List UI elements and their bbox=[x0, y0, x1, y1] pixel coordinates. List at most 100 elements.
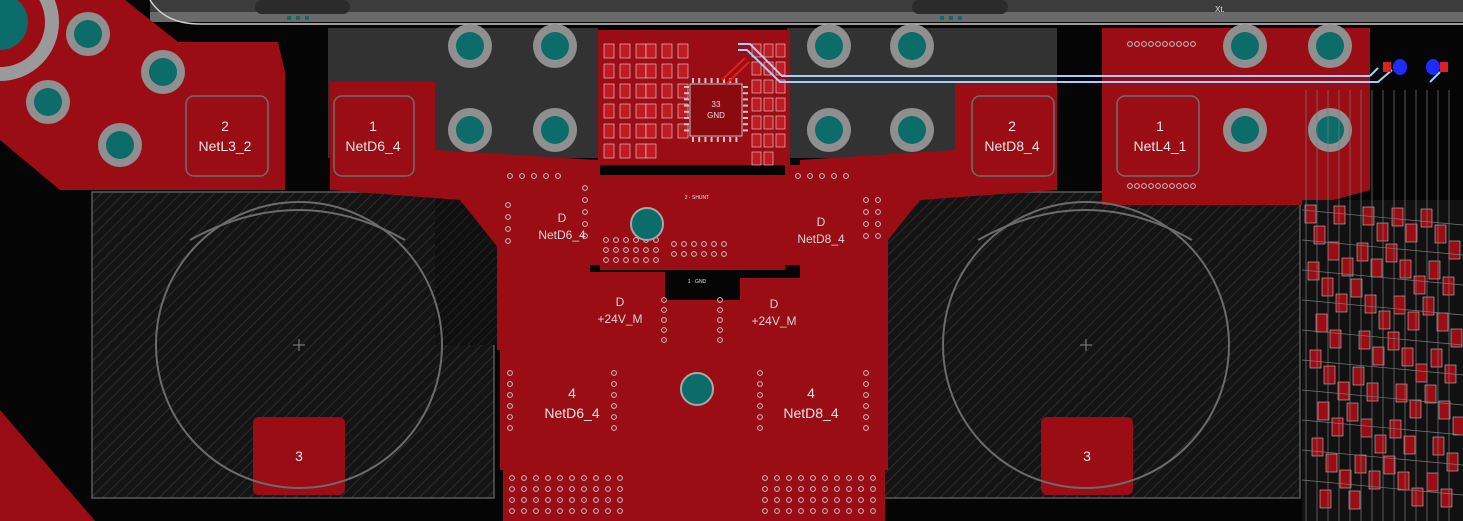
smd-part bbox=[1350, 278, 1363, 298]
dense-routing-area bbox=[1301, 90, 1463, 521]
smd-part bbox=[619, 43, 631, 59]
smd-part bbox=[1346, 402, 1359, 422]
smd-part bbox=[1311, 437, 1324, 457]
smd-part bbox=[661, 43, 673, 59]
through-hole-pad bbox=[1308, 108, 1352, 152]
through-hole-pad bbox=[890, 24, 934, 68]
smd-part bbox=[1341, 257, 1354, 277]
smd-part bbox=[763, 115, 774, 130]
thermal-vias bbox=[630, 207, 714, 406]
smd-part bbox=[1356, 242, 1369, 262]
smd-part bbox=[1358, 330, 1371, 350]
board-edge-top bbox=[149, 0, 1463, 25]
smd-part bbox=[775, 61, 786, 76]
smd-part bbox=[1411, 487, 1424, 507]
smd-part bbox=[661, 63, 673, 79]
smd-part bbox=[677, 43, 689, 59]
d6-pin4-net: NetD6_4 bbox=[544, 405, 599, 421]
smd-part bbox=[677, 83, 689, 99]
smd-part bbox=[1391, 207, 1404, 227]
smd-part bbox=[1360, 418, 1373, 438]
smd-part bbox=[1405, 223, 1418, 243]
smd-part bbox=[775, 43, 786, 58]
smd-part bbox=[1376, 222, 1389, 242]
smd-part bbox=[1333, 205, 1346, 225]
d6-net-label: NetD6_4 bbox=[345, 138, 400, 154]
smd-part bbox=[1339, 469, 1352, 489]
through-hole-pad bbox=[1223, 108, 1267, 152]
smd-part bbox=[1426, 472, 1439, 492]
signal-trace[interactable] bbox=[721, 43, 1441, 85]
smd-part bbox=[635, 143, 647, 159]
d8-drain-net: NetD8_4 bbox=[797, 232, 845, 246]
smd-part bbox=[635, 83, 647, 99]
d8-net-label: NetD8_4 bbox=[984, 138, 1039, 154]
d6-pin4-number: 4 bbox=[568, 385, 576, 401]
smd-part bbox=[603, 43, 615, 59]
m-right-number: D bbox=[770, 297, 779, 311]
smd-part bbox=[1424, 384, 1437, 404]
smd-part bbox=[1434, 224, 1447, 244]
through-hole-pad bbox=[890, 108, 934, 152]
d8-drain-number: D bbox=[817, 215, 826, 229]
smd-part bbox=[1304, 204, 1317, 224]
through-hole-pad bbox=[1308, 24, 1352, 68]
smd-part bbox=[1403, 435, 1416, 455]
smd-part bbox=[1325, 453, 1338, 473]
smd-part bbox=[1413, 275, 1426, 295]
through-hole-pad bbox=[1223, 24, 1267, 68]
smd-part bbox=[751, 115, 762, 130]
smd-part bbox=[645, 83, 657, 99]
l4-pin-number: 1 bbox=[1156, 118, 1164, 134]
mounting-hole-topleft bbox=[0, 0, 59, 81]
cap-right-pin3: 3 bbox=[1083, 448, 1091, 464]
smd-part bbox=[645, 143, 657, 159]
smd-part bbox=[1395, 383, 1408, 403]
smd-part bbox=[1364, 294, 1377, 314]
smd-part bbox=[1337, 381, 1350, 401]
smd-part bbox=[1407, 311, 1420, 331]
l4-net-label: NetL4_1 bbox=[1134, 138, 1187, 154]
smd-part bbox=[1393, 295, 1406, 315]
through-hole-pad bbox=[448, 108, 492, 152]
smd-part bbox=[1452, 416, 1463, 436]
smd-part bbox=[1321, 277, 1334, 297]
smd-part bbox=[661, 83, 673, 99]
smd-part bbox=[775, 97, 786, 112]
ic-pin-number: 33 bbox=[712, 100, 721, 109]
pad-outlines bbox=[185, 95, 1200, 177]
smd-part bbox=[661, 123, 673, 139]
top-ref-label: Xt. bbox=[1215, 5, 1225, 14]
smd-part bbox=[603, 103, 615, 119]
d8-pin4-number: 4 bbox=[807, 385, 815, 401]
smd-part bbox=[619, 83, 631, 99]
smd-part bbox=[1422, 296, 1435, 316]
smd-part bbox=[1399, 259, 1412, 279]
smd-part bbox=[603, 63, 615, 79]
smd-part bbox=[763, 97, 774, 112]
smd-part bbox=[1438, 400, 1451, 420]
through-hole-pad bbox=[66, 12, 110, 56]
smd-part bbox=[619, 103, 631, 119]
smd-part bbox=[763, 79, 774, 94]
capacitor-outlines bbox=[155, 201, 1230, 489]
smd-part bbox=[645, 43, 657, 59]
smd-part bbox=[1319, 489, 1332, 509]
smd-part bbox=[763, 43, 774, 58]
smd-part bbox=[677, 63, 689, 79]
smd-part bbox=[1368, 470, 1381, 490]
smd-part bbox=[619, 63, 631, 79]
ic-net-label: GND bbox=[707, 111, 725, 120]
controller-ic[interactable] bbox=[684, 78, 748, 142]
smd-part bbox=[1329, 329, 1342, 349]
through-hole-pad bbox=[807, 24, 851, 68]
via-array bbox=[505, 41, 1196, 514]
smd-part bbox=[603, 143, 615, 159]
smd-part bbox=[1327, 241, 1340, 261]
smd-part bbox=[751, 97, 762, 112]
smd-part bbox=[775, 115, 786, 130]
d8-pin4-net: NetD8_4 bbox=[783, 405, 838, 421]
through-hole-pad bbox=[533, 24, 577, 68]
smd-part bbox=[1430, 348, 1443, 368]
